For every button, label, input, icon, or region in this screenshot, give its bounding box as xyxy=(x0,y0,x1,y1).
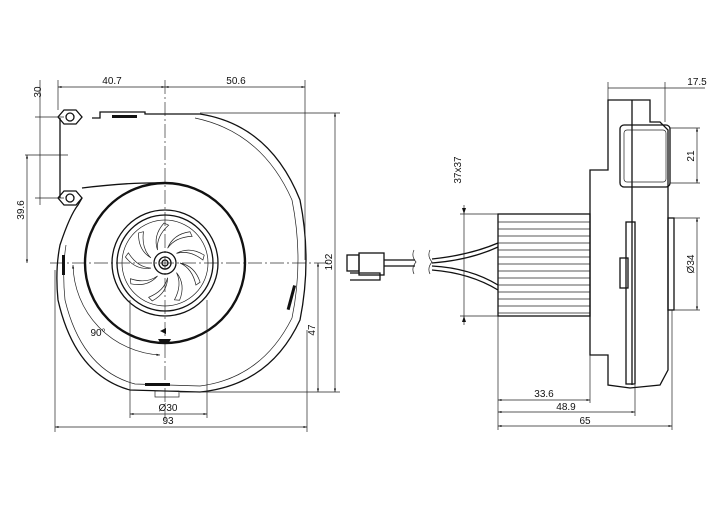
dim-label-center-to-bottom: 47 xyxy=(307,324,318,336)
impeller-rim xyxy=(116,214,214,312)
hub xyxy=(153,251,177,275)
vent-slot xyxy=(286,285,297,311)
vent-slot xyxy=(62,255,65,275)
motor-fins xyxy=(498,221,590,314)
dimension-33-6: 33.6 xyxy=(497,316,591,430)
dim-label-total-depth: 65 xyxy=(579,416,591,427)
connector-plug xyxy=(346,252,385,281)
impeller-blade xyxy=(155,222,170,251)
dimension-inlet-diameter: Ø30 xyxy=(129,300,208,418)
dim-label-outlet-depth: 17.5 xyxy=(687,77,707,88)
impeller-blade xyxy=(179,262,201,286)
impeller-blade xyxy=(173,272,183,301)
dim-label-left-to-center: 40.7 xyxy=(102,76,122,87)
dim-label-motor-length: 33.6 xyxy=(534,389,554,400)
dimension-hub-diameter: Ø34 xyxy=(674,217,700,311)
outlet-duct-inner xyxy=(623,129,667,183)
dim-label-inlet-diameter: Ø30 xyxy=(159,403,178,414)
impeller-blade xyxy=(138,231,152,259)
dim-label-hub-diameter: Ø34 xyxy=(686,254,697,273)
dim-label-motor-section: 37x37 xyxy=(453,156,464,184)
dimension-50-6: 50.6 xyxy=(165,76,305,89)
wire-harness xyxy=(384,242,499,291)
vent-slot xyxy=(112,115,137,118)
dimension-102: 102 xyxy=(180,112,340,393)
dimension-47: 47 xyxy=(307,263,320,392)
brand-logo xyxy=(158,328,171,344)
dimension-21: 21 xyxy=(670,127,700,184)
dimension-93: 93 xyxy=(54,270,308,432)
impeller-blade xyxy=(167,231,193,249)
impeller-blade xyxy=(130,275,158,286)
dimension-65: 65 xyxy=(498,310,673,430)
dim-label-width: 93 xyxy=(162,416,174,427)
hub-inner xyxy=(158,256,172,270)
blower-housing-side xyxy=(589,99,669,389)
dim-label-center-to-right: 50.6 xyxy=(226,76,246,87)
dim-label-height: 102 xyxy=(324,253,335,270)
vent-slot xyxy=(145,383,170,386)
flange-tab xyxy=(619,257,629,289)
side-view: 17.5 21 Ø34 37x37 33.6 xyxy=(346,77,707,430)
outlet-duct xyxy=(619,124,671,188)
dimension-39-6: 39.6 xyxy=(16,154,68,263)
shaft xyxy=(161,259,169,267)
dimension-17-5: 17.5 xyxy=(607,77,707,122)
dimension-40-7: 40.7 xyxy=(57,76,306,260)
dim-label-outlet-height: 21 xyxy=(686,150,697,162)
housing-scroll xyxy=(56,111,307,393)
dim-label-angle: 90° xyxy=(90,328,105,339)
housing-inner-rim xyxy=(63,117,299,387)
dimension-30: 30 xyxy=(33,80,64,205)
hub-face xyxy=(667,217,675,311)
dimension-48-9: 48.9 xyxy=(498,385,636,416)
front-view: 40.7 50.6 30 39.6 102 47 90 xyxy=(16,76,340,432)
dimension-37x37: 37x37 xyxy=(453,156,498,325)
dimension-90-degree: 90° xyxy=(72,264,161,356)
impeller-blade xyxy=(176,249,205,261)
dim-label-outlet-to-center: 39.6 xyxy=(16,200,27,220)
dim-label-mount-spacing: 30 xyxy=(33,86,44,98)
connector-tab xyxy=(154,390,180,398)
flange-rib xyxy=(625,221,636,385)
dim-label-to-flange: 48.9 xyxy=(556,402,576,413)
inlet-ring-inner xyxy=(111,209,219,317)
impeller-disc xyxy=(121,219,209,307)
